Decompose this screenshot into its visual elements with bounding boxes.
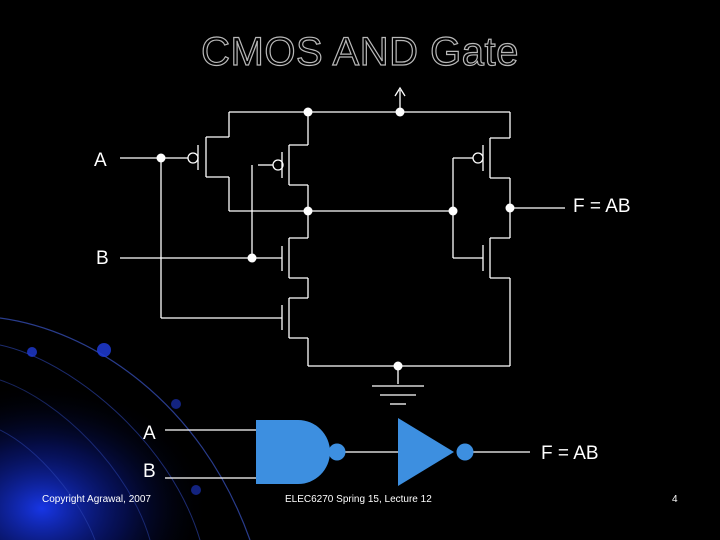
inverter-nmos-transistor [482,237,511,366]
gate-output-label: F = AB [541,443,599,464]
buffer-gate-bubble [456,443,474,461]
junction-dot [395,107,405,117]
and-gate-symbol [256,420,330,484]
footer-page-number: 4 [672,494,678,505]
slide-title: CMOS AND Gate [201,29,519,74]
nmos-a-transistor [281,297,309,366]
gate-input-a-label: A [143,423,156,444]
footer-copyright: Copyright Agrawal, 2007 [42,494,151,505]
junction-dot [156,153,166,163]
junction-dot [505,203,515,213]
circuit-input-a-label: A [94,150,107,171]
junction-dot [393,361,403,371]
junction-dots [156,107,515,371]
and-gate-bubble [328,443,346,461]
junction-dot [303,206,313,216]
junction-dot [247,253,257,263]
buffer-gate-symbol [398,418,454,486]
circuit-input-b-label: B [96,248,109,269]
junction-dot [448,206,458,216]
vdd-arrow-icon [394,86,406,97]
junction-dot [303,107,313,117]
footer-course: ELEC6270 Spring 15, Lecture 12 [285,494,432,505]
circuit-output-label: F = AB [573,196,631,217]
gate-input-b-label: B [143,461,156,482]
